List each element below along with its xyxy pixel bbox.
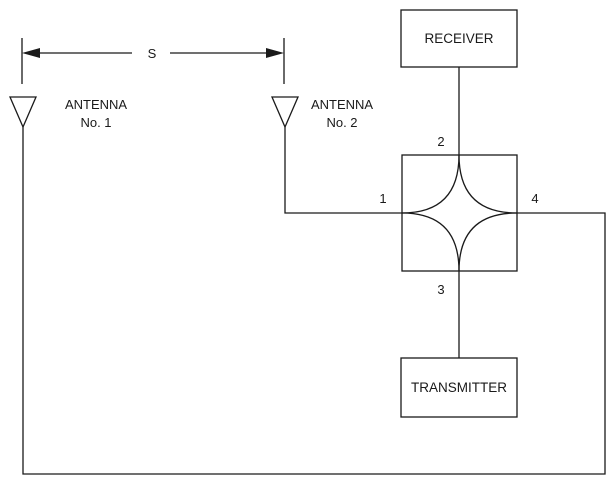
antenna-1-label-line2: No. 1 bbox=[80, 115, 111, 130]
spacing-dimension: S bbox=[21, 38, 285, 84]
receiver-label: RECEIVER bbox=[424, 31, 493, 46]
dimension-arrowhead-left bbox=[22, 48, 40, 58]
port-4-label: 4 bbox=[531, 191, 538, 206]
port-2-label: 2 bbox=[437, 134, 444, 149]
port-3-label: 3 bbox=[437, 282, 444, 297]
hybrid-junction: 1 2 3 4 bbox=[379, 134, 538, 297]
receiver-block: RECEIVER bbox=[400, 9, 518, 68]
receiver-box bbox=[400, 9, 518, 68]
dimension-arrowhead-right bbox=[266, 48, 284, 58]
antenna-1-icon bbox=[9, 96, 37, 129]
antenna-2-icon bbox=[271, 96, 299, 129]
hybrid-arc-top-left bbox=[401, 154, 460, 214]
hybrid-arc-top-right bbox=[458, 154, 518, 214]
antenna-1-feedline bbox=[22, 127, 606, 475]
transmitter-box bbox=[400, 357, 518, 418]
antenna-2: ANTENNA No. 2 bbox=[271, 96, 373, 130]
antenna-2-label-line2: No. 2 bbox=[326, 115, 357, 130]
hybrid-arc-bottom-right bbox=[458, 212, 518, 272]
hybrid-box bbox=[401, 154, 518, 272]
port-1-label: 1 bbox=[379, 191, 386, 206]
transmitter-label: TRANSMITTER bbox=[411, 380, 507, 395]
antenna-1-label-line1: ANTENNA bbox=[65, 97, 127, 112]
hybrid-arc-bottom-left bbox=[401, 212, 460, 272]
spacing-label: S bbox=[148, 46, 157, 61]
antenna-2-feedline bbox=[284, 127, 402, 214]
antenna-2-label-line1: ANTENNA bbox=[311, 97, 373, 112]
antenna-1: ANTENNA No. 1 bbox=[9, 96, 127, 130]
transmitter-block: TRANSMITTER bbox=[400, 357, 518, 418]
